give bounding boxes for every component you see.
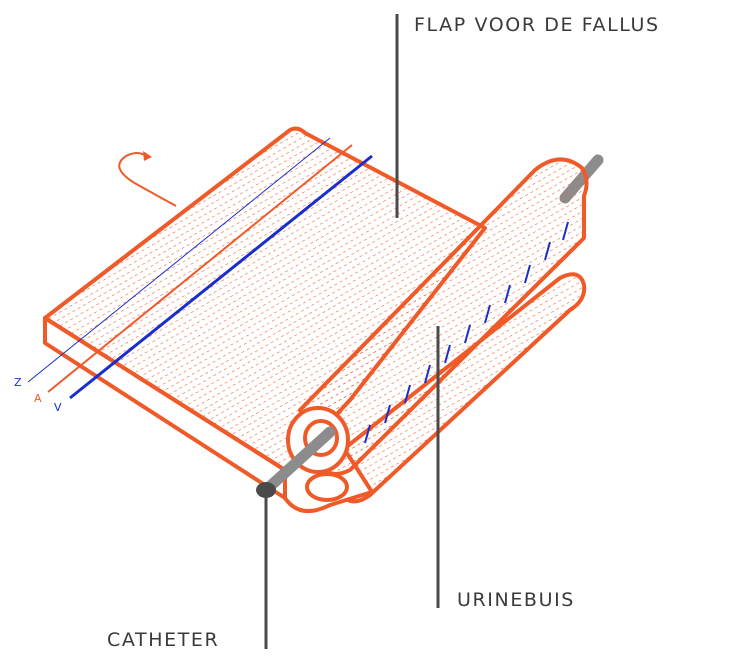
axis-a-label: A (34, 392, 42, 405)
axis-z-line (27, 137, 331, 383)
axis-v-label: V (54, 401, 62, 414)
label-catheter: CATHETER (107, 629, 220, 651)
axis-v-line (69, 154, 373, 400)
axis-z-label: Z (14, 376, 22, 389)
catheter-rod (260, 426, 336, 496)
suture-stitches (364, 221, 569, 444)
rotation-arrow (118, 152, 177, 207)
axis-a-line (47, 144, 353, 393)
rotation-arrow-head (143, 151, 152, 161)
lower-end-ring (305, 472, 349, 502)
label-flap: FLAP VOOR DE FALLUS (414, 14, 660, 36)
label-urethra: URINEBUIS (457, 589, 575, 611)
catheter-tip (256, 482, 276, 498)
